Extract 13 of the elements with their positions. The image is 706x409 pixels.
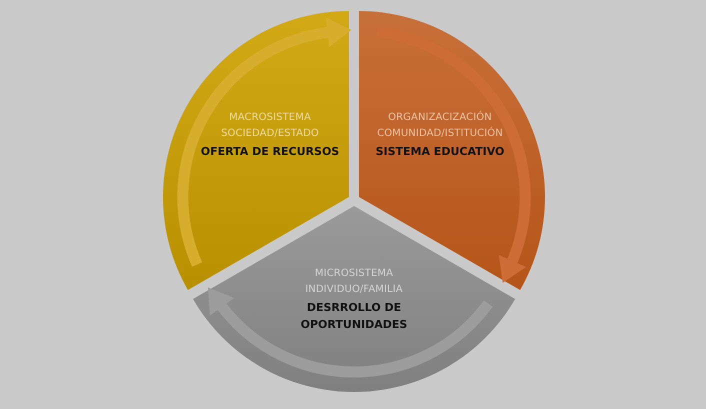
segment-title: OFERTA DE RECURSOS: [200, 144, 340, 160]
segment-label: INDIVIDUO/FAMILIA: [305, 284, 403, 295]
segment-label: ORGANIZACIZACIÓN: [388, 112, 492, 123]
segment-label: MICROSISTEMA: [314, 268, 394, 279]
segment-label: COMUNIDAD/ISTITUCIÓN: [377, 128, 503, 139]
segment-title: SISTEMA EDUCATIVO: [376, 144, 504, 160]
segment-title: DESRROLLO DE OPORTUNIDADES: [300, 300, 408, 332]
pie-segment: [192, 206, 516, 392]
curved-arrow: [376, 26, 531, 284]
curved-arrow: [177, 18, 352, 266]
segment-label: MACROSISTEMA: [229, 112, 311, 123]
curved-arrow: [206, 288, 493, 378]
segment-label: SOCIEDAD/ESTADO: [221, 128, 319, 139]
